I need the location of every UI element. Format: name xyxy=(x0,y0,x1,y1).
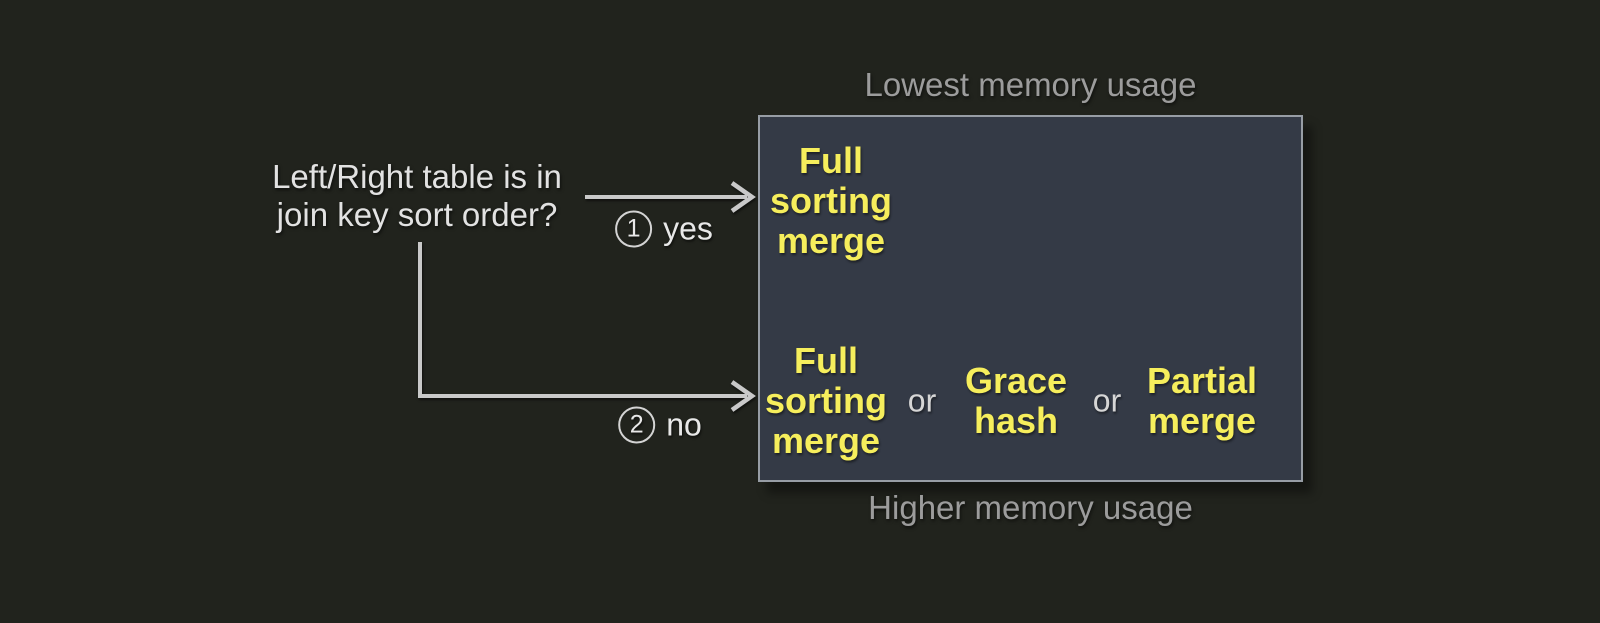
no-arrow xyxy=(418,242,756,412)
circled-number-1-icon: 1 xyxy=(615,210,653,248)
algorithm-full-sorting-merge-unsorted: Full sorting merge xyxy=(765,340,887,461)
question-text: Left/Right table is in join key sort ord… xyxy=(272,158,562,234)
caption-lowest-memory: Lowest memory usage xyxy=(864,66,1197,103)
algorithm-full-sorting-merge-sorted: Full sorting merge xyxy=(770,140,892,261)
branch-label-no: 2 no xyxy=(618,406,702,444)
or-separator-1: or xyxy=(907,382,937,419)
yes-label: yes xyxy=(663,210,713,247)
question-line-1: Left/Right table is in xyxy=(272,158,562,195)
no-label: no xyxy=(666,406,702,443)
yes-arrow xyxy=(585,181,756,213)
or-separator-2: or xyxy=(1092,382,1122,419)
branch-label-yes: 1 yes xyxy=(615,210,713,248)
memory-usage-box: Full sorting merge Full sorting merge or… xyxy=(758,115,1303,482)
algorithm-partial-merge: Partial merge xyxy=(1146,360,1258,441)
circled-number-2-icon: 2 xyxy=(618,406,656,444)
caption-higher-memory: Higher memory usage xyxy=(868,489,1193,526)
algorithm-grace-hash: Grace hash xyxy=(964,360,1068,441)
question-line-2: join key sort order? xyxy=(276,196,558,233)
